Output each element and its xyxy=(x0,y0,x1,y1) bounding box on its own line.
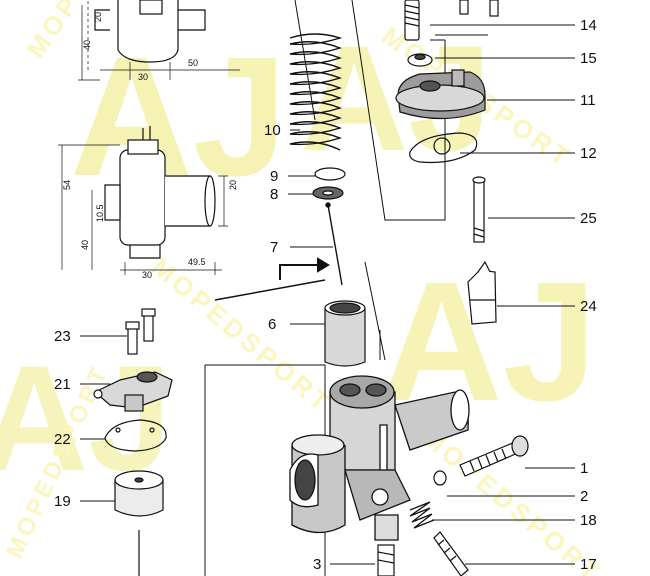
callout-2: 2 xyxy=(580,488,588,505)
dimension-drawing-mid xyxy=(58,126,228,275)
part-18-idle-spring xyxy=(409,501,435,529)
dim-label-40: 40 xyxy=(82,40,92,50)
callout-14: 14 xyxy=(580,17,597,34)
dim-label-30b: 30 xyxy=(142,270,152,280)
callout-15: 15 xyxy=(580,50,597,67)
part-9-needle-clip xyxy=(314,167,346,181)
part-11-mixing-chamber-cap xyxy=(395,69,486,120)
callout-10: 10 xyxy=(264,122,281,139)
part-7-jet-needle xyxy=(325,202,343,286)
part-19-float xyxy=(114,470,164,576)
callout-17: 17 xyxy=(580,556,597,573)
dim-label-10-5: 10.5 xyxy=(95,204,105,222)
leader-lines xyxy=(80,24,575,565)
dim-label-30: 30 xyxy=(138,72,148,82)
callout-21: 21 xyxy=(54,376,71,393)
part-17-mixture-screw xyxy=(433,531,469,576)
callout-22: 22 xyxy=(54,431,71,448)
dim-label-20: 20 xyxy=(93,12,103,22)
callout-23: 23 xyxy=(54,328,71,345)
part-15-nut xyxy=(407,53,433,67)
part-10-throttle-spring xyxy=(289,33,343,151)
watermark-text-3: MOPEDSPORT xyxy=(146,252,338,420)
dim-label-20b: 20 xyxy=(228,180,238,190)
part-25-long-screw xyxy=(472,176,486,243)
callout-18: 18 xyxy=(580,512,597,529)
dimension-drawing-top xyxy=(78,0,240,81)
callout-labels: 14 15 11 10 12 9 8 25 7 24 23 6 21 22 1 … xyxy=(54,17,597,573)
dimension-labels-mid: 54 40 30 49.5 20 10.5 xyxy=(62,180,238,280)
part-1-idle-screw xyxy=(459,435,529,477)
part-24-float-bracket xyxy=(467,260,497,325)
dim-label-50: 50 xyxy=(188,58,198,68)
callout-11: 11 xyxy=(580,92,596,109)
carburetor-body xyxy=(289,375,470,541)
part-21-float-chamber-cover xyxy=(93,371,173,412)
callout-19: 19 xyxy=(54,493,71,510)
callout-7: 7 xyxy=(270,239,278,256)
callout-1: 1 xyxy=(580,460,588,477)
callout-3: 3 xyxy=(313,556,321,573)
callout-9: 9 xyxy=(270,168,278,185)
dimension-labels-top: 40 30 50 20 xyxy=(82,12,198,82)
dim-label-54: 54 xyxy=(62,180,72,190)
part-6-throttle-slide xyxy=(324,300,366,367)
part-22-gasket xyxy=(104,419,167,452)
callout-24: 24 xyxy=(580,298,597,315)
part-12-gasket xyxy=(409,132,478,164)
callout-12: 12 xyxy=(580,145,597,162)
part-3-main-jet xyxy=(377,544,395,576)
part-23-screws xyxy=(125,308,156,355)
part-8-retainer xyxy=(312,186,344,200)
callout-6: 6 xyxy=(268,316,276,333)
callout-25: 25 xyxy=(580,210,597,227)
flow-arrow xyxy=(279,257,330,280)
part-14-adjust-screws xyxy=(404,0,499,41)
dim-label-40b: 40 xyxy=(80,240,90,250)
callout-8: 8 xyxy=(270,186,278,203)
dim-label-49-5: 49.5 xyxy=(188,257,206,267)
part-2-o-ring xyxy=(433,470,447,486)
